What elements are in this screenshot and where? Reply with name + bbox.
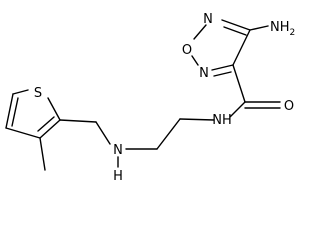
- bond-c5-c4: [5, 93, 14, 129]
- amine-h-label: H: [113, 169, 123, 184]
- nh2-label: NH2: [270, 20, 295, 38]
- bond-s-c5: [12, 89, 29, 95]
- bond-c5-c4-double: [11, 97, 19, 127]
- ring-n-top-label: N: [203, 12, 213, 27]
- bond-c3-carbonyl: [232, 64, 246, 103]
- oxadiazole-ring: [191, 19, 251, 77]
- bond-o-n: [191, 55, 199, 66]
- bond-ch2-ch2: [156, 118, 181, 150]
- bond-c-nh: [229, 101, 246, 118]
- bond-nh-ch2: [179, 118, 215, 121]
- bond-n-c3-double: [213, 71, 232, 77]
- bond-c3-methyl: [39, 137, 46, 171]
- structure-diagram: NH2 N O N O NH S N H: [5, 12, 295, 184]
- bond-c3-c2: [39, 119, 61, 139]
- ring-n-bottom-label: N: [199, 66, 209, 81]
- bond-c4-nh2: [249, 25, 269, 31]
- ring-o-label: O: [182, 43, 192, 58]
- bond-c4-n-double: [223, 26, 247, 36]
- bond-n-o: [193, 24, 207, 40]
- amide-nh-label: NH: [212, 113, 232, 128]
- bond-n-ch2: [95, 121, 111, 145]
- bond-c4-c3: [5, 127, 41, 139]
- bond-c2-s: [47, 97, 61, 121]
- bond-n-c3: [211, 64, 234, 71]
- thiophene-ring: [5, 89, 61, 139]
- bond-c4-c3: [232, 29, 251, 66]
- bond-ch2-thienyl: [59, 119, 97, 123]
- amine-n-label: N: [113, 143, 123, 158]
- sulfur-label: S: [34, 86, 42, 101]
- bond-c3-c2-double: [37, 116, 55, 132]
- carbonyl-o-label: O: [284, 99, 294, 114]
- bond-c4-n: [221, 19, 251, 31]
